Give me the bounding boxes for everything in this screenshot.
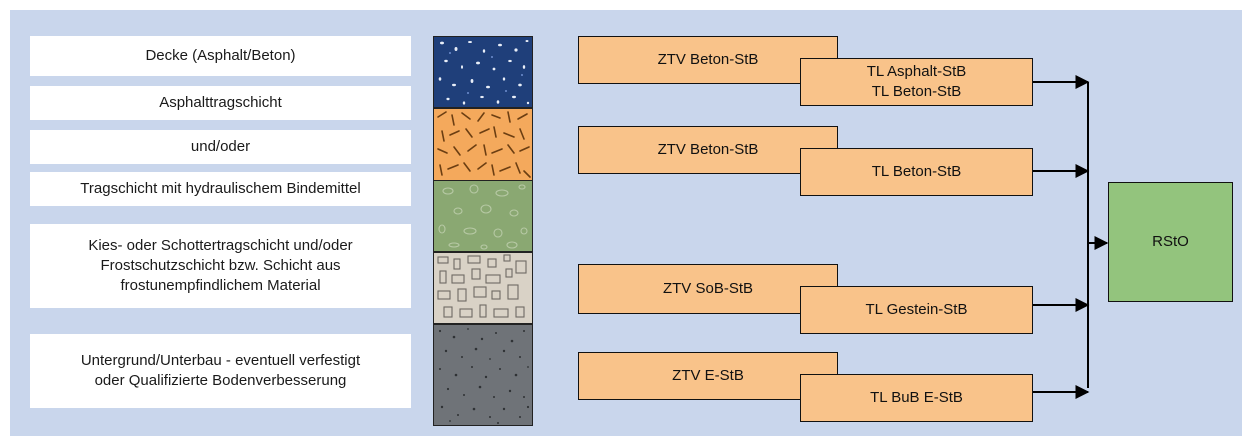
gravel-frost-texture-swatch xyxy=(433,252,533,324)
layer-label-surface: Decke (Asphalt/Beton) xyxy=(30,36,411,76)
tl-box-2: TL Beton-StB xyxy=(800,148,1033,196)
layer-label-gravel-frost: Kies- oder Schottertragschicht und/oder … xyxy=(30,224,411,308)
surface-texture-swatch xyxy=(433,36,533,108)
tl-box-3: TL Gestein-StB xyxy=(800,286,1033,334)
layer-label-and-or: und/oder xyxy=(30,130,411,164)
ztv-box-1: ZTV Beton-StB xyxy=(578,36,838,84)
ztv-box-4: ZTV E-StB xyxy=(578,352,838,400)
tl-box-4: TL BuB E-StB xyxy=(800,374,1033,422)
layer-label-subgrade: Untergrund/Unterbau - eventuell verfesti… xyxy=(30,334,411,408)
hydraulic-base-texture-swatch xyxy=(433,180,533,252)
subgrade-texture-swatch xyxy=(433,324,533,426)
layer-label-asphalt-base: Asphalttragschicht xyxy=(30,86,411,120)
asphalt-base-texture-swatch xyxy=(433,108,533,182)
layer-label-hydraulic-base: Tragschicht mit hydraulischem Bindemitte… xyxy=(30,172,411,206)
ztv-box-3: ZTV SoB-StB xyxy=(578,264,838,314)
rsto-box: RStO xyxy=(1108,182,1233,302)
ztv-box-2: ZTV Beton-StB xyxy=(578,126,838,174)
tl-box-1: TL Asphalt-StB TL Beton-StB xyxy=(800,58,1033,106)
